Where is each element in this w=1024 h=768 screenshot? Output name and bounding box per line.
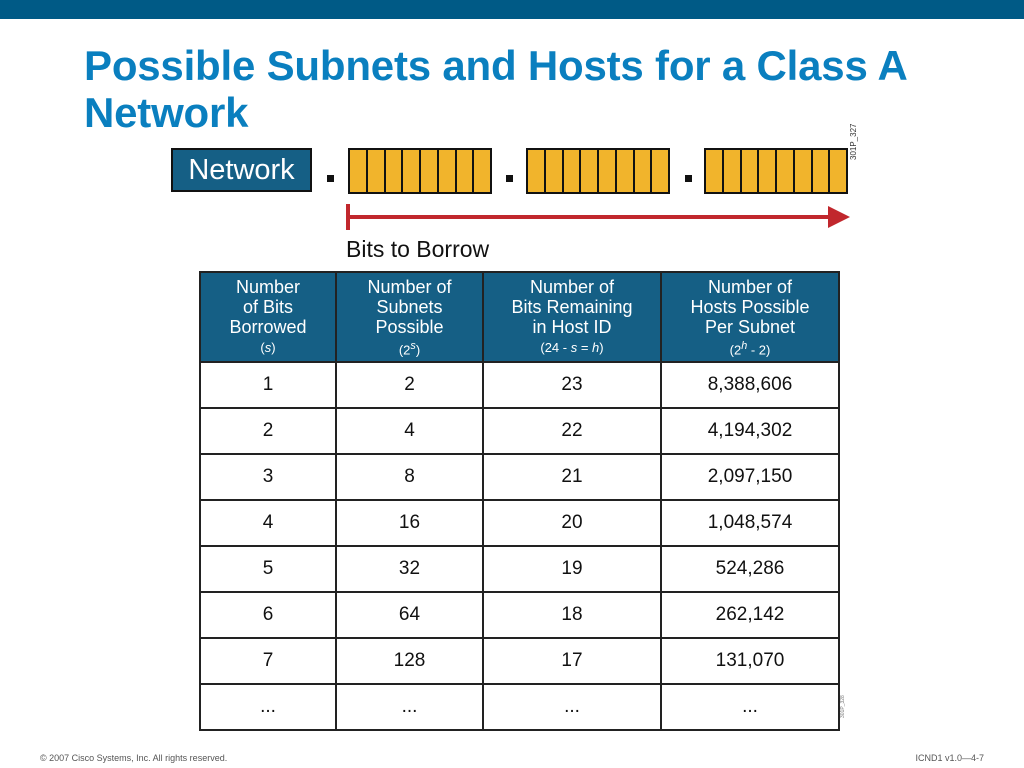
table-cell: 6 — [199, 591, 337, 639]
table-cell: 4 — [335, 407, 484, 455]
table-cell: 3 — [199, 453, 337, 501]
bits-to-borrow-arrow — [346, 204, 850, 230]
table-figure-code: 301P_328 — [840, 695, 846, 718]
table-cell: ... — [482, 683, 662, 731]
table-cell: 7 — [199, 637, 337, 685]
bits-to-borrow-label: Bits to Borrow — [346, 236, 490, 262]
table-cell: 21 — [482, 453, 662, 501]
table-cell: 8,388,606 — [660, 361, 840, 409]
table-cell: 20 — [482, 499, 662, 547]
bit-cell — [724, 150, 742, 192]
bit-cell — [439, 150, 457, 192]
header-hosts-per-subnet: Number of Hosts Possible Per Subnet(2h -… — [660, 271, 840, 363]
table-cell: 128 — [335, 637, 484, 685]
bit-cell — [457, 150, 475, 192]
table-cell: ... — [199, 683, 337, 731]
table-cell: 16 — [335, 499, 484, 547]
bit-cell — [635, 150, 653, 192]
table-cell: ... — [335, 683, 484, 731]
header-formula: (s) — [260, 340, 276, 355]
table-cell: 2 — [199, 407, 337, 455]
table-cell: 32 — [335, 545, 484, 593]
top-bar — [0, 0, 1024, 19]
bit-cell — [706, 150, 724, 192]
header-formula: (2h - 2) — [729, 340, 771, 358]
bit-cell — [368, 150, 386, 192]
bit-cell — [403, 150, 421, 192]
bit-cell — [564, 150, 582, 192]
table-cell: 1 — [199, 361, 337, 409]
octet-separator-dot — [506, 175, 513, 182]
subnet-hosts-table: Number of Bits Borrowed(s) Number of Sub… — [199, 271, 840, 731]
bit-cell — [813, 150, 831, 192]
bit-cell — [777, 150, 795, 192]
bit-cell — [617, 150, 635, 192]
header-subnets-possible: Number of Subnets Possible(2s) — [335, 271, 484, 363]
table-cell: 2 — [335, 361, 484, 409]
bit-cell — [599, 150, 617, 192]
table-cell: 18 — [482, 591, 662, 639]
table-cell: 19 — [482, 545, 662, 593]
table-cell: 4,194,302 — [660, 407, 840, 455]
table-cell: 131,070 — [660, 637, 840, 685]
bit-cell — [759, 150, 777, 192]
host-octet-1 — [348, 148, 492, 194]
bit-cell — [652, 150, 668, 192]
slide-number: ICND1 v1.0—4-7 — [915, 753, 984, 763]
table-cell: 17 — [482, 637, 662, 685]
figure-code: 301P_327 — [849, 123, 858, 160]
host-octet-3 — [704, 148, 848, 194]
table-cell: 1,048,574 — [660, 499, 840, 547]
table-row: ............ — [199, 683, 840, 731]
table-header-row: Number of Bits Borrowed(s) Number of Sub… — [199, 271, 840, 363]
header-formula: (2s) — [398, 340, 421, 358]
bit-cell — [474, 150, 490, 192]
table-cell: 22 — [482, 407, 662, 455]
table-cell: 64 — [335, 591, 484, 639]
bit-cell — [742, 150, 760, 192]
header-bits-borrowed: Number of Bits Borrowed(s) — [199, 271, 337, 363]
table-cell: 5 — [199, 545, 337, 593]
bit-cell — [386, 150, 404, 192]
bit-cell — [581, 150, 599, 192]
bit-cell — [528, 150, 546, 192]
octet-separator-dot — [685, 175, 692, 182]
slide-title: Possible Subnets and Hosts for a Class A… — [84, 42, 907, 136]
table-cell: 8 — [335, 453, 484, 501]
table-cell: 23 — [482, 361, 662, 409]
bit-cell — [795, 150, 813, 192]
host-octet-2 — [526, 148, 670, 194]
header-formula: (24 - s = h) — [540, 340, 604, 355]
network-octet-box: Network — [171, 148, 312, 192]
bit-cell — [421, 150, 439, 192]
bit-cell — [546, 150, 564, 192]
table-cell: 2,097,150 — [660, 453, 840, 501]
table-cell: 4 — [199, 499, 337, 547]
table-cell: 524,286 — [660, 545, 840, 593]
header-bits-remaining: Number of Bits Remaining in Host ID(24 -… — [482, 271, 662, 363]
bit-cell — [350, 150, 368, 192]
table-cell: ... — [660, 683, 840, 731]
octet-separator-dot — [327, 175, 334, 182]
bit-cell — [830, 150, 846, 192]
table-cell: 262,142 — [660, 591, 840, 639]
copyright-footer: © 2007 Cisco Systems, Inc. All rights re… — [40, 753, 228, 763]
